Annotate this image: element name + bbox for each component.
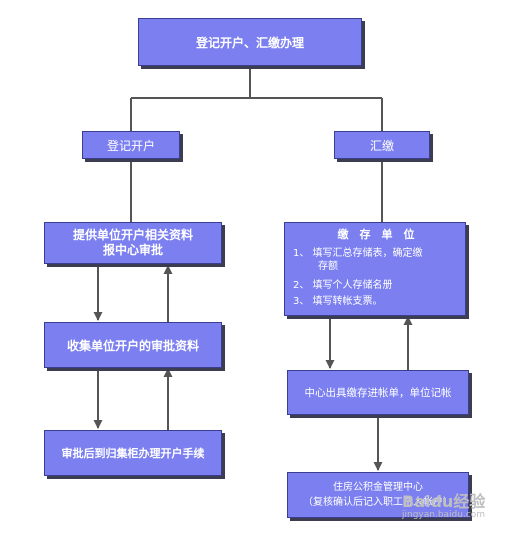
left-heading-text: 登记开户 — [106, 138, 155, 153]
unit-title: 缴 存 单 位 — [337, 228, 415, 241]
title-text: 登记开户、汇缴办理 — [195, 35, 304, 50]
watermark-brand-text: Baidu经验 — [402, 492, 486, 511]
final-box: 住房公积金管理中心 （复核确认后记入职工个人帐户） — [287, 472, 469, 518]
right-heading-text: 汇缴 — [369, 138, 394, 153]
left-step1-line2: 报中心审批 — [102, 243, 163, 257]
right-heading-box: 汇缴 — [334, 131, 430, 159]
watermark-brand: Baidu经验 — [402, 488, 485, 512]
left-step2-box: 收集单位开户的审批资料 — [44, 322, 222, 368]
final-line2: （复核确认后记入职工个人帐户） — [303, 497, 453, 508]
unit-item-2: 2、 填写个人存储名册 — [293, 280, 393, 291]
center-step-text: 中心出具缴存进帐单，单位记帐 — [304, 387, 452, 399]
center-step-box: 中心出具缴存进帐单，单位记帐 — [287, 370, 469, 415]
left-step3-text: 审批后到归集柜办理开户手续 — [61, 447, 205, 460]
left-step3-box: 审批后到归集柜办理开户手续 — [44, 430, 222, 476]
left-step1-line1: 提供单位开户相关资料 — [72, 228, 193, 242]
final-line1: 住房公积金管理中心 — [333, 482, 423, 493]
unit-item-1-cont: 存额 — [318, 261, 338, 272]
left-step2-text: 收集单位开户的审批资料 — [66, 338, 199, 353]
unit-box: 缴 存 单 位 1、 填写汇总存储表，确定缴 存额 2、 填写个人存储名册 3、… — [284, 222, 466, 316]
unit-item-3: 3、 填写转帐支票。 — [293, 296, 383, 307]
left-step1-box: 提供单位开户相关资料 报中心审批 — [44, 222, 222, 264]
watermark-url: jingyan.baidu.com — [402, 510, 485, 520]
title-box: 登记开户、汇缴办理 — [138, 18, 362, 66]
unit-item-1: 1、 填写汇总存储表，确定缴 — [293, 248, 423, 259]
left-heading-box: 登记开户 — [82, 131, 180, 159]
watermark-url-text: jingyan.baidu.com — [402, 510, 486, 520]
